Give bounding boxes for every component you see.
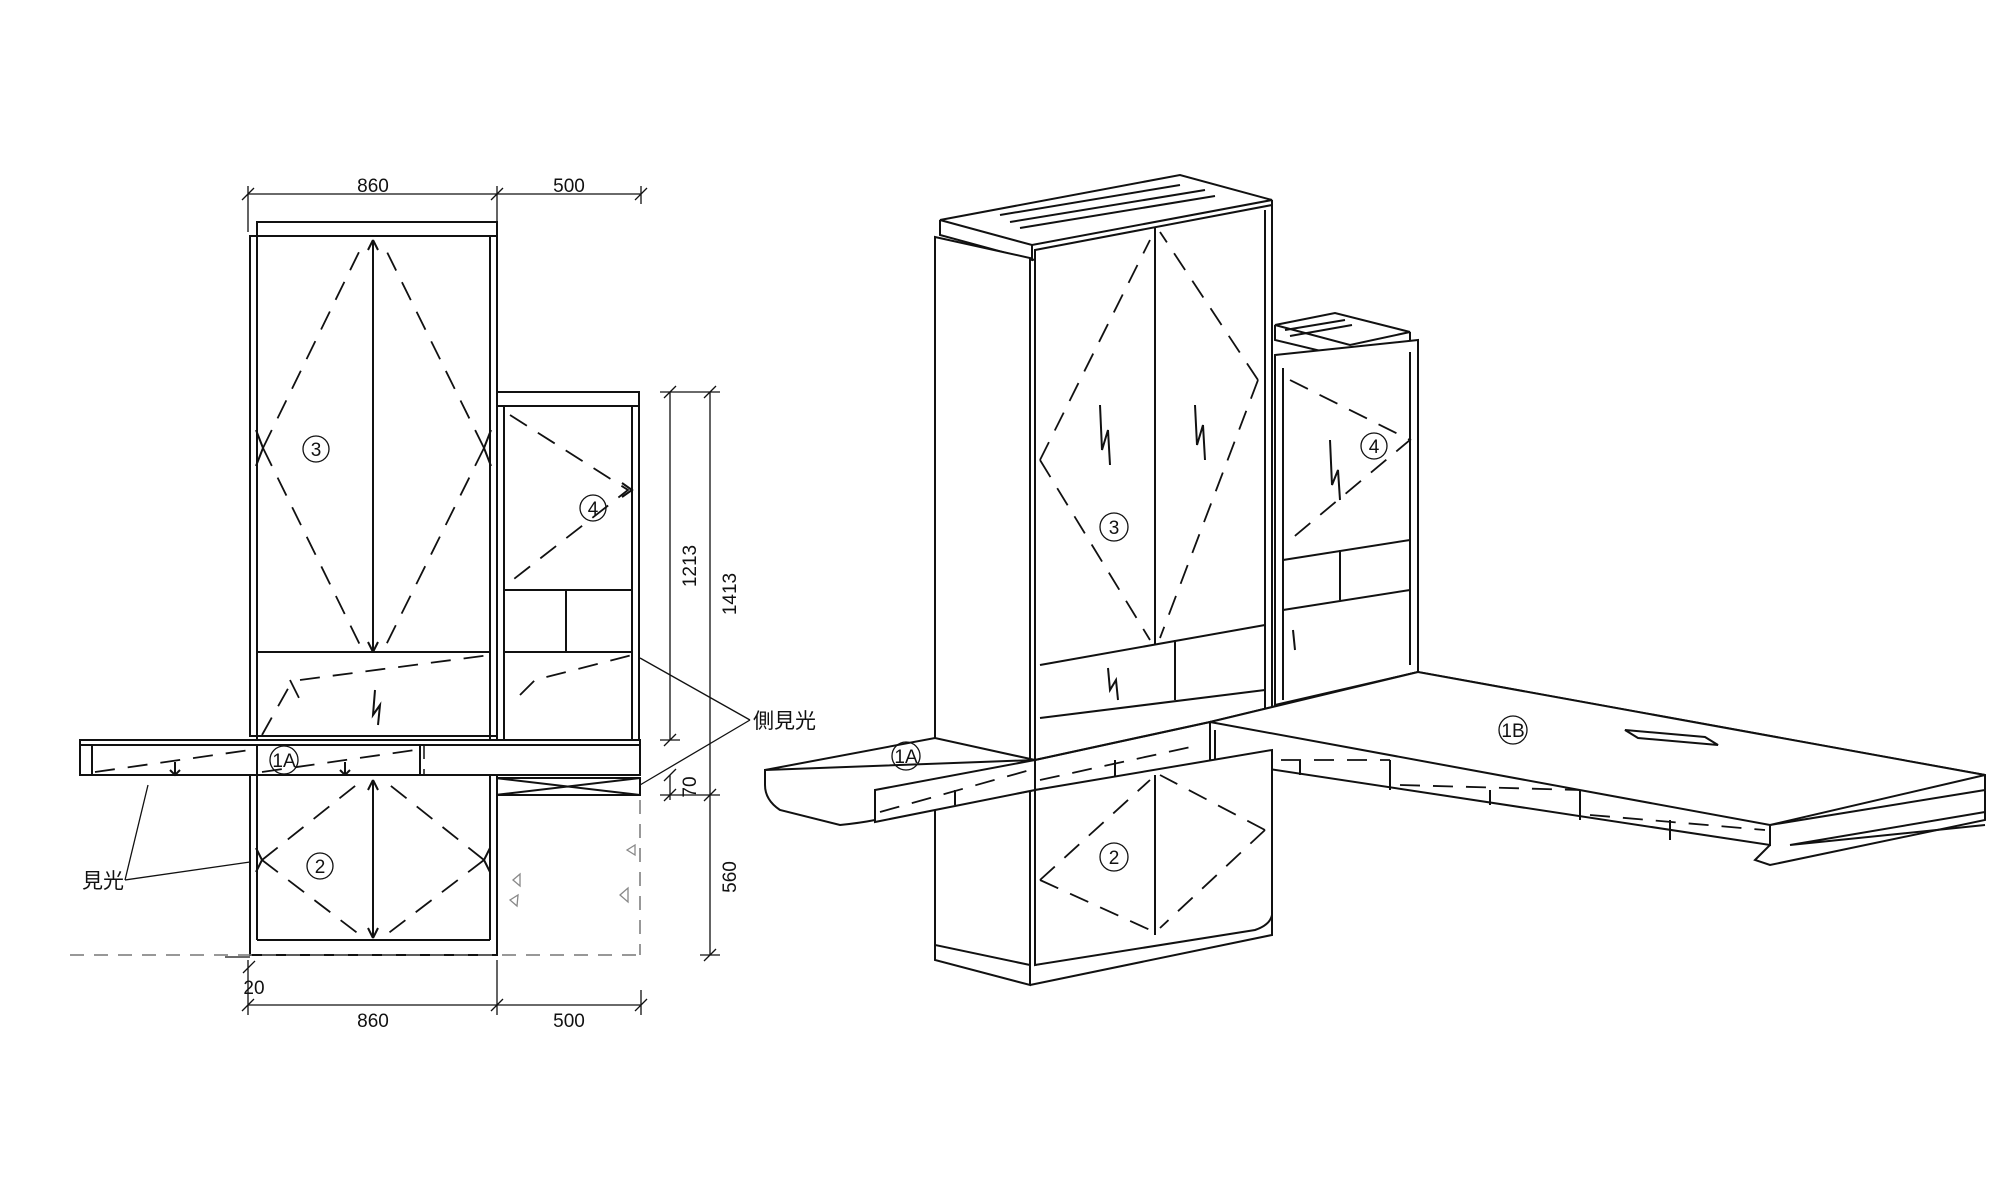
label-desk-1a-iso: 1A xyxy=(894,747,918,768)
dim-bottom-left: 860 xyxy=(357,1011,389,1032)
label-desk-1a-front: 1A xyxy=(272,751,296,772)
dim-top-right: 500 xyxy=(553,176,585,197)
dim-height-upper: 1213 xyxy=(680,545,701,587)
cabinet-2-front xyxy=(225,774,498,958)
label-cab-2-front: 2 xyxy=(315,857,326,878)
desk-iso xyxy=(764,670,1986,867)
dim-height-gap: 70 xyxy=(680,776,701,797)
dim-bottom xyxy=(241,960,648,1015)
dim-top-left: 860 xyxy=(357,176,389,197)
dim-right xyxy=(660,385,720,962)
label-cab-2-iso: 2 xyxy=(1109,848,1120,869)
label-cab-3-front: 3 xyxy=(311,440,322,461)
annotation-visible-finish: 見光 xyxy=(82,869,124,893)
dim-small-offset: 20 xyxy=(243,978,264,999)
label-cab-4-front: 4 xyxy=(588,499,599,520)
cabinet-3-front xyxy=(249,221,498,740)
dim-top xyxy=(241,186,648,232)
front-elevation xyxy=(70,186,751,1015)
cabinet-2-iso xyxy=(934,748,1273,987)
isometric-view xyxy=(764,173,1986,987)
dim-bottom-right: 500 xyxy=(553,1011,585,1032)
label-cab-3-iso: 3 xyxy=(1109,518,1120,539)
dim-height-total: 1413 xyxy=(720,573,741,615)
dim-height-lower: 560 xyxy=(720,861,741,893)
annotation-side-finish: 側見光 xyxy=(753,709,816,733)
label-desk-1b-iso: 1B xyxy=(1501,721,1524,742)
label-cab-4-iso: 4 xyxy=(1369,437,1380,458)
cabinet-4-front xyxy=(496,391,640,741)
cabinet-4-iso xyxy=(1274,311,1419,707)
